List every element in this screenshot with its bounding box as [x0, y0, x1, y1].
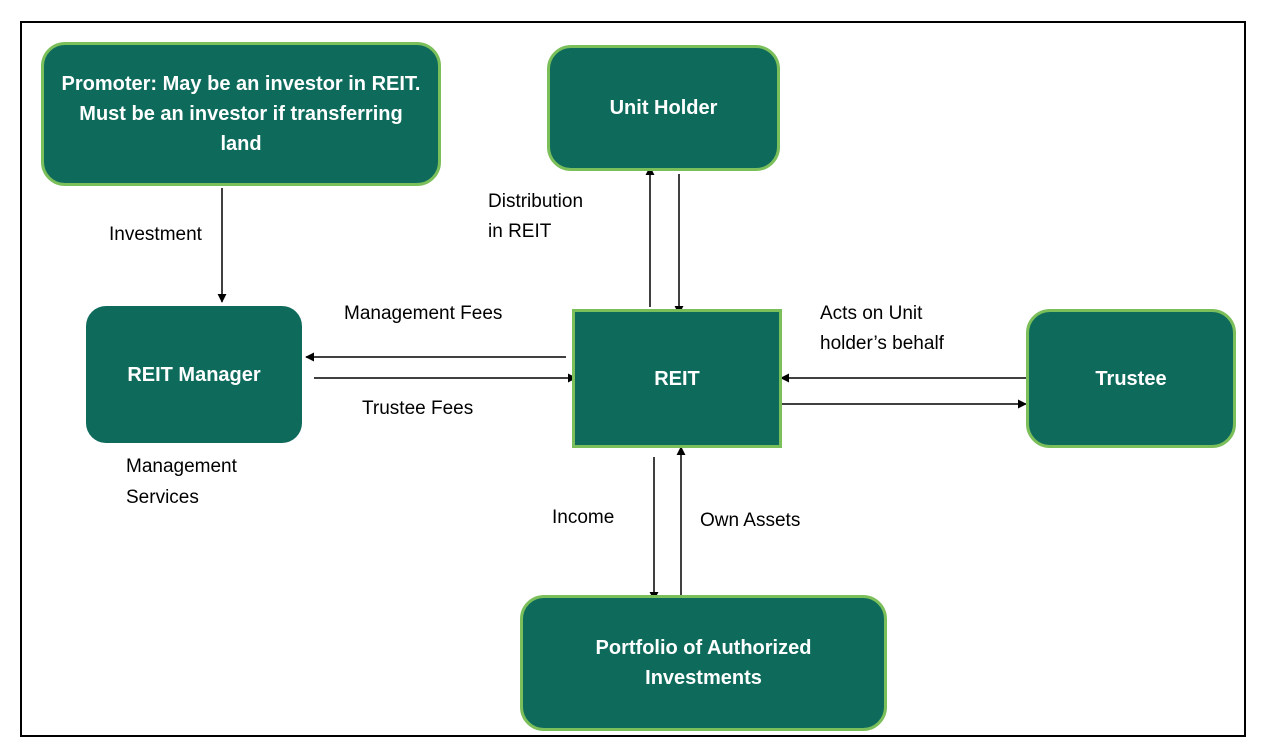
trustee-fees-label: Trustee Fees: [362, 398, 474, 419]
trustee-node: Trustee: [1026, 309, 1236, 448]
management-services-label-line1: Management: [126, 456, 237, 477]
distribution-label-line2: in REIT: [488, 221, 552, 242]
reit-manager-label: REIT Manager: [127, 363, 261, 386]
trustee-label: Trustee: [1095, 367, 1167, 390]
portfolio-label: Portfolio of Authorized Investments: [595, 637, 812, 689]
reit-manager-node: REIT Manager: [86, 306, 302, 443]
income-label: Income: [552, 507, 615, 528]
unit-holder-node: Unit Holder: [547, 45, 780, 171]
management-fees-label: Management Fees: [344, 303, 503, 324]
promoter-label: Promoter: May be an investor in REIT. Mu…: [61, 73, 421, 155]
diagram-frame: [20, 21, 1246, 737]
reit-label: REIT: [654, 367, 700, 390]
unit-holder-label: Unit Holder: [609, 97, 718, 119]
investment-label: Investment: [109, 224, 202, 245]
portfolio-node: Portfolio of Authorized Investments: [520, 595, 887, 731]
own-assets-label: Own Assets: [700, 510, 801, 531]
reit-node: REIT: [572, 309, 782, 448]
distribution-label-line1: Distribution: [488, 191, 584, 212]
acts-on-behalf-label-line2: holder’s behalf: [820, 333, 944, 354]
promoter-node: Promoter: May be an investor in REIT. Mu…: [41, 42, 441, 186]
management-services-label-line2: Services: [126, 487, 199, 508]
acts-on-behalf-label-line1: Acts on Unit: [820, 303, 923, 324]
